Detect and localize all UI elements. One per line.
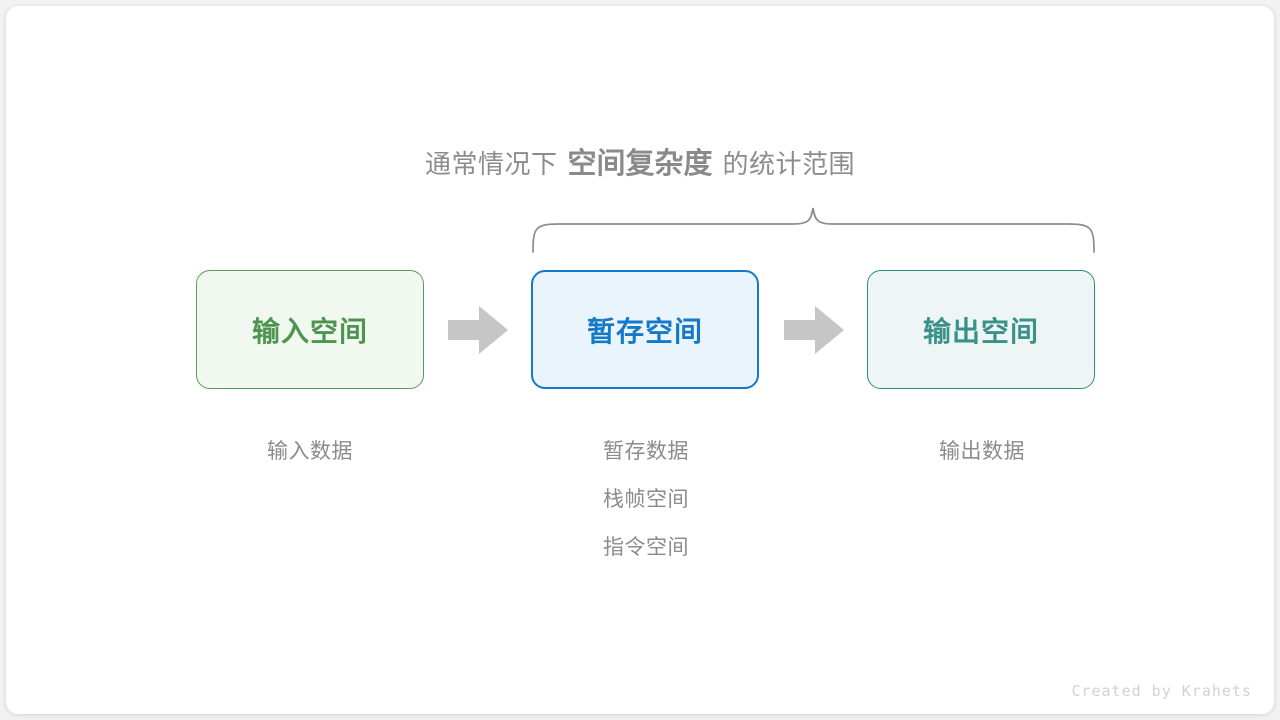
- title-emphasis: 空间复杂度: [567, 148, 713, 180]
- caption-item: 栈帧空间: [603, 488, 689, 511]
- stage-box-input[interactable]: 输入空间: [196, 270, 424, 389]
- flow-arrow-icon-1: [448, 306, 508, 354]
- caption-item: 指令空间: [603, 536, 689, 559]
- caption-column-output: 输出数据: [852, 428, 1112, 476]
- scope-brace-icon: [532, 207, 1095, 253]
- watermark-credit: Created by Krahets: [1071, 682, 1252, 700]
- caption-column-temp: 暂存数据 栈帧空间 指令空间: [516, 428, 776, 572]
- caption-item: 输出数据: [939, 440, 1025, 463]
- stage-box-output-label: 输出空间: [922, 315, 1039, 347]
- caption-column-input: 输入数据: [180, 428, 440, 476]
- diagram-card: 通常情况下空间复杂度的统计范围 输入空间 暂存空间 输出空间 输入数据 暂存数据: [6, 6, 1274, 714]
- stage-box-input-label: 输入空间: [251, 315, 368, 347]
- title-prefix: 通常情况下: [424, 149, 558, 179]
- caption-item: 输入数据: [267, 440, 353, 463]
- flow-arrow-icon-2: [784, 306, 844, 354]
- caption-item: 暂存数据: [603, 440, 689, 463]
- stage-box-temp-label: 暂存空间: [586, 315, 703, 347]
- title-suffix: 的统计范围: [722, 149, 856, 179]
- diagram-title: 通常情况下空间复杂度的统计范围: [6, 150, 1274, 179]
- stage-box-temp[interactable]: 暂存空间: [531, 270, 759, 389]
- stage-box-output[interactable]: 输出空间: [867, 270, 1095, 389]
